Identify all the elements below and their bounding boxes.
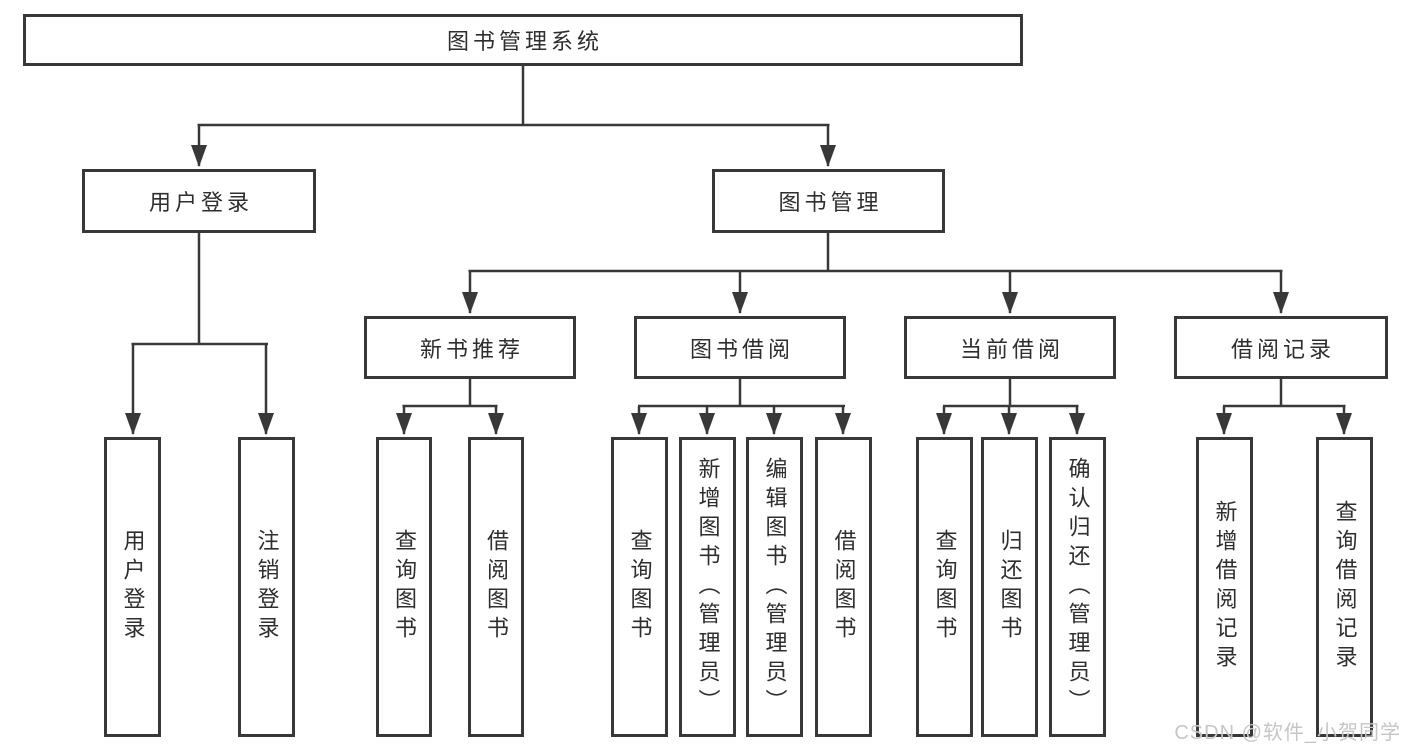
node-borrow-books-2: 借阅图书 [815, 437, 872, 737]
node-borrow-books-2-label: 借阅图书 [831, 529, 857, 645]
node-user-login-leaf: 用户登录 [104, 437, 161, 737]
node-confirm-return-admin-label: 确认归还（管理员） [1065, 456, 1091, 718]
node-return-books: 归还图书 [981, 437, 1038, 737]
node-new-book-recommendation-label: 新书推荐 [419, 336, 524, 362]
node-logout-label: 注销登录 [254, 529, 280, 645]
node-user-login-label: 用户登录 [148, 190, 253, 215]
node-add-borrow-record: 新增借阅记录 [1196, 437, 1253, 737]
node-confirm-return-admin: 确认归还（管理员） [1049, 437, 1106, 737]
node-add-borrow-record-label: 新增借阅记录 [1212, 500, 1238, 674]
node-query-books-2-label: 查询图书 [627, 529, 653, 645]
node-user-login: 用户登录 [82, 169, 316, 233]
node-book-management: 图书管理 [712, 169, 945, 233]
node-current-borrowing: 当前借阅 [904, 316, 1116, 379]
node-current-borrowing-label: 当前借阅 [959, 336, 1064, 362]
node-library-management-system: 图书管理系统 [23, 14, 1023, 66]
node-query-books-3-label: 查询图书 [932, 529, 958, 645]
csdn-watermark: CSDN @软件_小贺同学 [1174, 722, 1401, 744]
node-borrow-books-1-label: 借阅图书 [484, 529, 509, 645]
node-query-books-1: 查询图书 [376, 437, 432, 737]
node-query-borrow-record: 查询借阅记录 [1316, 437, 1373, 737]
node-query-books-3: 查询图书 [916, 437, 973, 737]
node-borrowing-records-label: 借阅记录 [1230, 336, 1335, 362]
node-query-borrow-record-label: 查询借阅记录 [1332, 500, 1358, 674]
node-add-book-admin-label: 新增图书（管理员） [695, 456, 721, 718]
node-add-book-admin: 新增图书（管理员） [679, 437, 736, 737]
node-new-book-recommendation: 新书推荐 [364, 316, 576, 379]
node-book-borrowing: 图书借阅 [634, 316, 846, 379]
node-library-management-system-label: 图书管理系统 [446, 29, 603, 54]
node-edit-book-admin: 编辑图书（管理员） [746, 437, 803, 737]
node-query-books-2: 查询图书 [611, 437, 668, 737]
node-book-borrowing-label: 图书借阅 [689, 336, 794, 362]
node-return-books-label: 归还图书 [997, 529, 1023, 645]
node-book-management-label: 图书管理 [778, 190, 883, 215]
node-user-login-leaf-label: 用户登录 [120, 529, 146, 645]
node-logout: 注销登录 [238, 437, 295, 737]
node-edit-book-admin-label: 编辑图书（管理员） [762, 456, 788, 718]
node-borrowing-records: 借阅记录 [1174, 316, 1388, 379]
node-query-books-1-label: 查询图书 [392, 529, 417, 645]
node-borrow-books-1: 借阅图书 [468, 437, 524, 737]
